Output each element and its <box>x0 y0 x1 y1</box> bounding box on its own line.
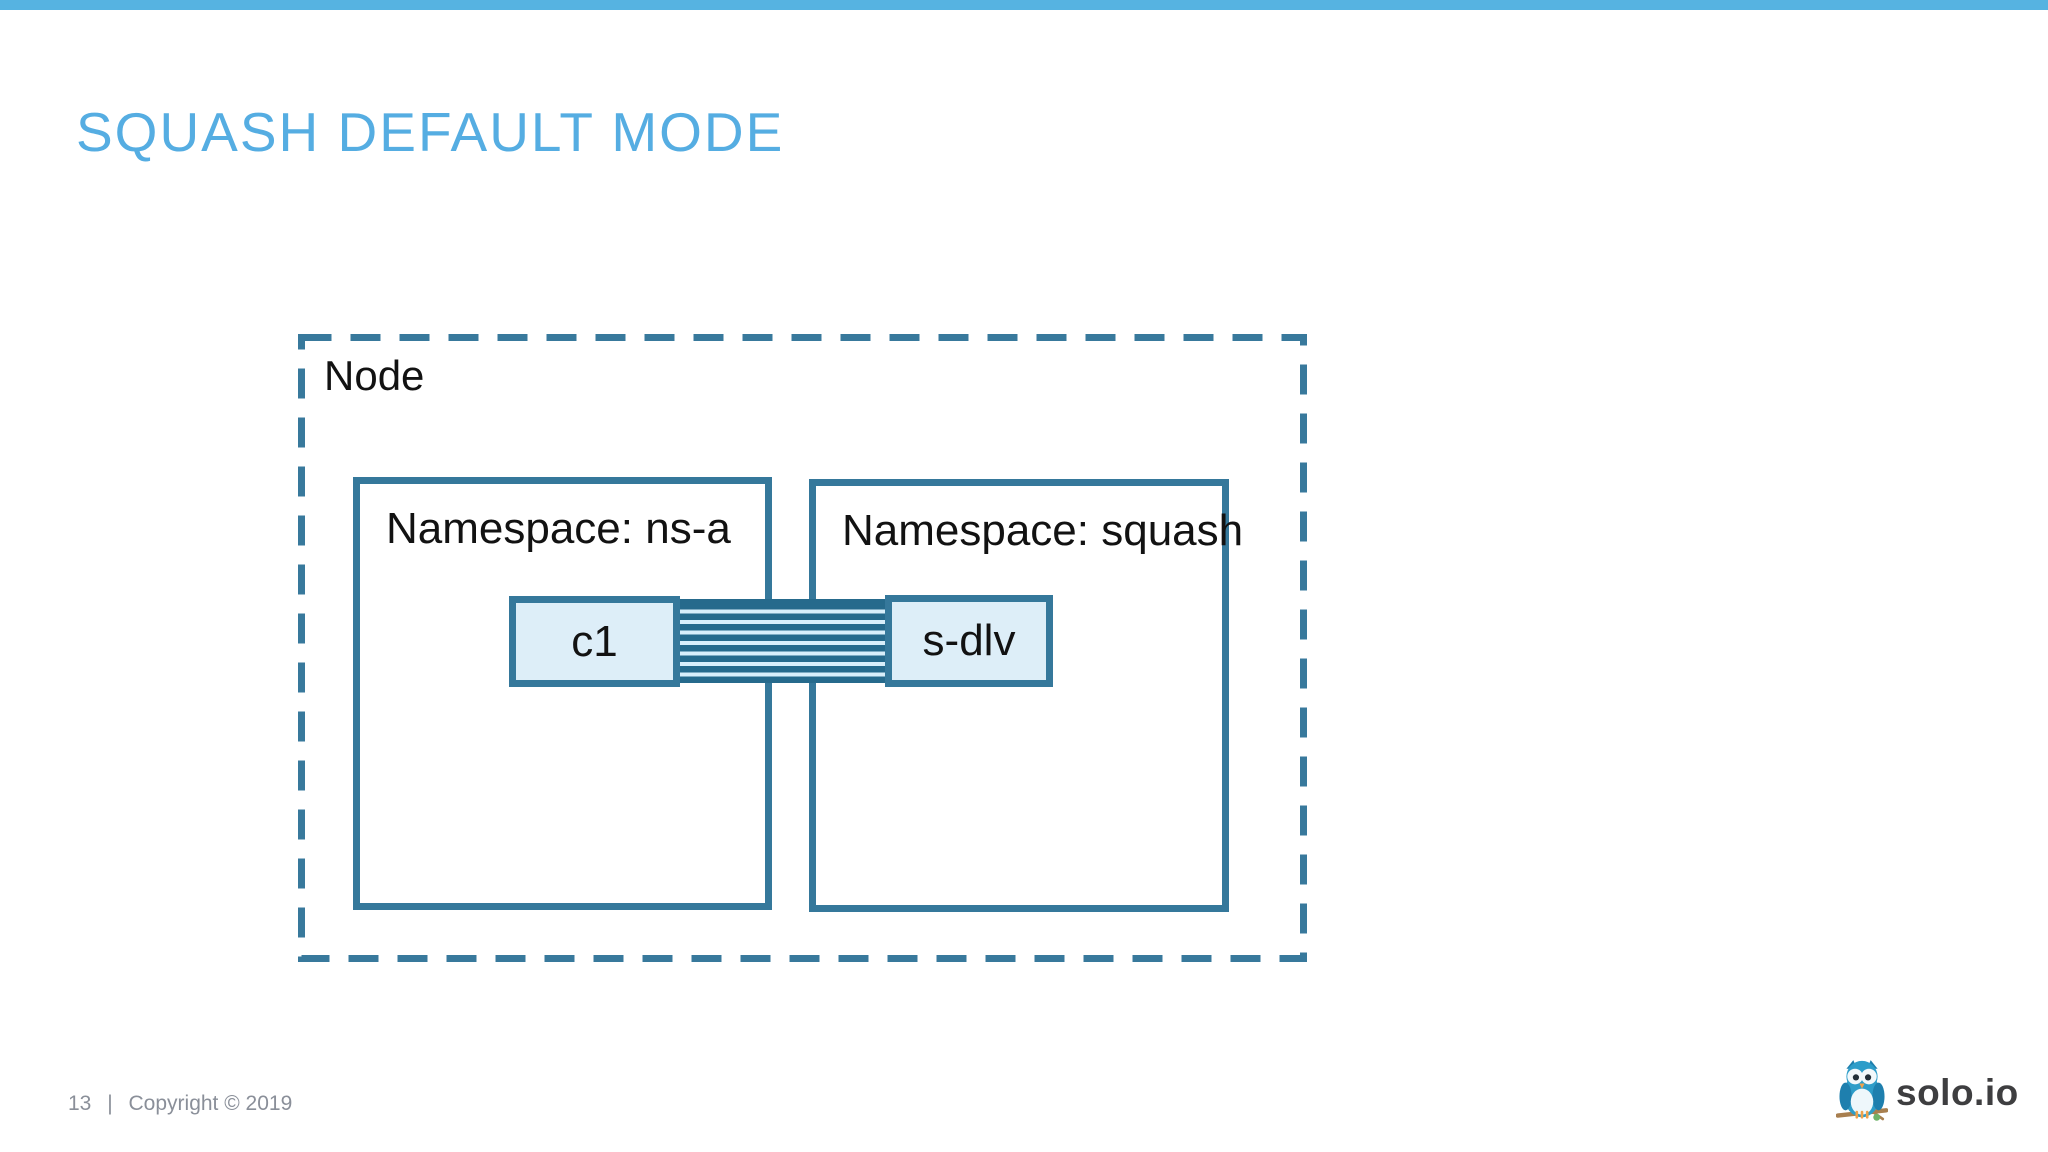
page-number: 13 <box>68 1092 92 1115</box>
container-box-c1: c1 <box>509 596 680 687</box>
container-label-s-dlv: s-dlv <box>922 616 1016 665</box>
solo-io-logo: solo.io <box>1836 1058 2019 1128</box>
slide-footer: 13 | Copyright © 2019 <box>68 1092 302 1116</box>
container-box-s-dlv: s-dlv <box>885 595 1053 687</box>
node-dashed-border <box>298 334 1307 962</box>
footer-separator: | <box>107 1092 113 1115</box>
namespace-label-ns-a: Namespace: ns-a <box>386 504 731 553</box>
debug-connection-pipe <box>679 599 886 683</box>
node-label: Node <box>324 352 425 399</box>
logo-wordmark: solo.io <box>1896 1072 2019 1113</box>
page-title: SQUASH DEFAULT MODE <box>76 101 785 163</box>
copyright-text: Copyright © 2019 <box>128 1092 293 1115</box>
namespace-box-squash: Namespace: squash <box>809 479 1244 912</box>
top-accent-bar <box>0 0 2048 10</box>
container-label-c1: c1 <box>571 616 618 666</box>
solo-owl-icon <box>1836 1060 1888 1121</box>
namespace-box-ns-a: Namespace: ns-a <box>353 477 772 910</box>
namespace-label-squash: Namespace: squash <box>842 506 1244 555</box>
